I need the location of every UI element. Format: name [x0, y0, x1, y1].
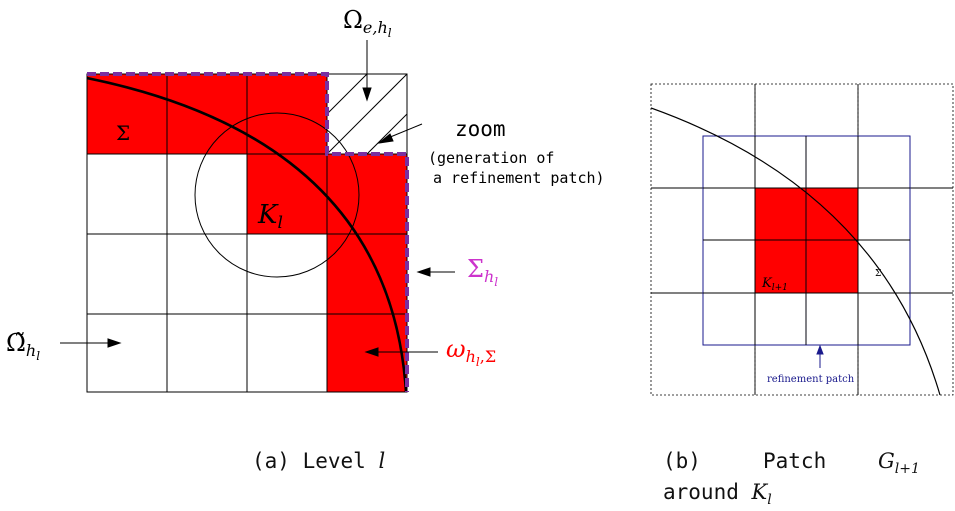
- arrows-a: [60, 40, 455, 357]
- interface-curve: [87, 76, 407, 392]
- hatched-cell: [326, 73, 408, 155]
- sigma-b-label: Σ: [875, 269, 881, 279]
- zoom-circle: [194, 112, 360, 278]
- dashed-boundary: [87, 72, 409, 392]
- panel-a: Σ Kl Ωe,hl zoom (generation of a refinem…: [6, 6, 605, 473]
- refinement-patch-grid: [702, 135, 911, 346]
- fine-grid: [703, 136, 910, 345]
- zoom-label: zoom: [455, 117, 506, 141]
- patch-arrow: [816, 344, 824, 368]
- sigma-label: Σ: [116, 121, 130, 145]
- omega-e-label: Ωe,hl: [343, 6, 392, 40]
- patch-label: refinement patch: [767, 374, 855, 385]
- caption-b-line2: around Kl: [663, 480, 772, 508]
- zoom-note-line2: a refinement patch): [433, 169, 605, 187]
- omega-tilde-label: Ω̃hl: [6, 329, 40, 363]
- red-cells: [87, 74, 407, 392]
- k-l-label: Kl: [257, 200, 283, 233]
- caption-a: (a) Level l: [252, 449, 385, 473]
- zoom-note-line1: (generation of: [428, 149, 554, 167]
- interface-curve-b: [651, 107, 941, 396]
- omega-h-sigma-label: ωhl,Σ: [446, 335, 496, 369]
- sigma-h-label: Σhl: [467, 255, 498, 289]
- k-l1-label: Kl+1: [761, 276, 788, 293]
- coarse-grid: [650, 83, 954, 396]
